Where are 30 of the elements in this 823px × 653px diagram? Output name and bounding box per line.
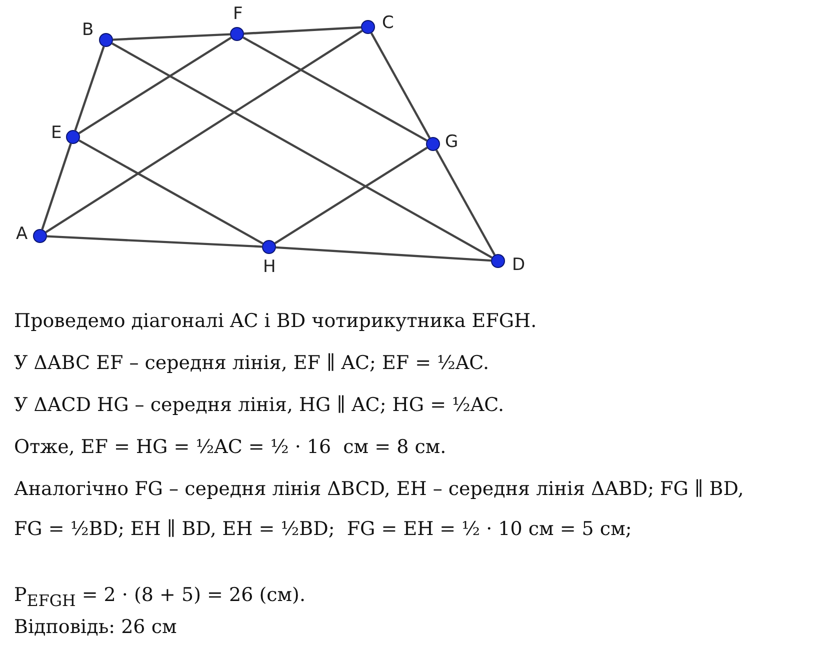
solution-text-line: Відповідь: 26 см — [14, 616, 177, 638]
solution-text-line: Проведемо діагоналі AC і BD чотирикутника EFGH. — [14, 310, 537, 332]
solution-text-line: FG = ½BD; EH ∥ BD, EH = ½BD; FG = EH = ½ · 10 см = 5 см; — [14, 518, 632, 540]
solution-text-line: P$_{EFGH}$ = 2 · (8 + 5) = 26 (см). — [14, 584, 306, 610]
point-label: G — [445, 132, 458, 152]
solution-text-line: У ΔACD HG – середня лінія, HG ∥ AC; HG = ½AC. — [14, 394, 504, 416]
line-segment — [41, 143, 72, 230]
line-segment — [78, 36, 232, 134]
solution-text-line: У ΔABC EF – середня лінія, EF ∥ AC; EF = ½AC. — [14, 352, 490, 374]
line-segment — [276, 246, 492, 262]
point-label: C — [382, 13, 394, 33]
line-segment — [74, 46, 105, 131]
line-segment — [242, 36, 428, 142]
point-label: F — [233, 4, 243, 24]
point-label: A — [16, 224, 28, 244]
line-segment — [112, 42, 492, 259]
point-label: B — [82, 20, 94, 40]
solution-text-line: Аналогічно FG – середня лінія ΔBCD, EH – середня лінія ΔABD; FG ∥ BD, — [14, 478, 744, 500]
line-segment — [112, 33, 230, 41]
line-segment — [46, 235, 262, 248]
line-segment — [45, 30, 363, 234]
line-segment — [244, 26, 362, 35]
point-label: E — [51, 123, 62, 143]
line-segment — [435, 150, 496, 256]
line-segment — [78, 139, 264, 245]
line-segment — [370, 32, 431, 138]
solution-text-line: Отже, EF = HG = ½AC = ½ · 16 см = 8 см. — [14, 436, 446, 458]
point-label: H — [263, 257, 276, 277]
line-segment — [274, 146, 428, 244]
point-label: D — [512, 255, 526, 275]
